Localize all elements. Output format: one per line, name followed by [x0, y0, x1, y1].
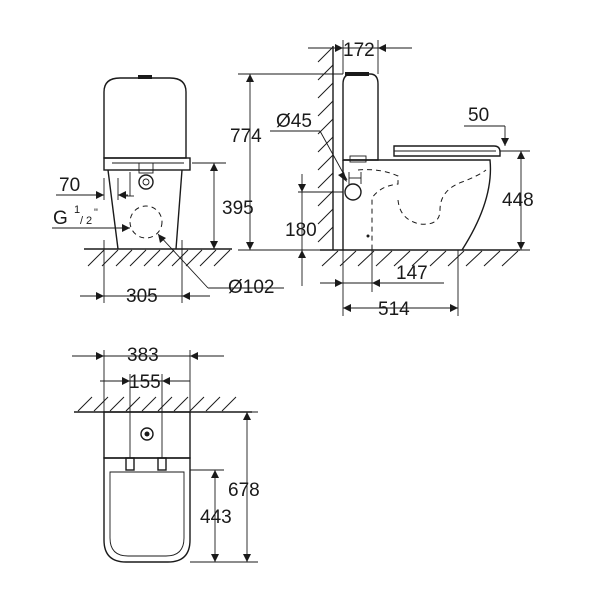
dim-projection: 514	[378, 299, 410, 320]
dim-inlet-diameter: Ø45	[276, 111, 312, 132]
fixing-point	[366, 234, 370, 238]
bowl-side-outline	[342, 159, 492, 251]
dim-inlet-thread-label: G	[53, 208, 68, 229]
dim-total-width: 383	[127, 345, 159, 366]
trapway-path	[357, 169, 487, 250]
seat-outline	[103, 157, 191, 171]
bowl-outline	[107, 169, 183, 250]
hinge-right	[157, 457, 167, 471]
dim-inlet-thread-den: 2	[86, 215, 92, 227]
dim-tank-depth: 172	[343, 40, 375, 61]
flush-button-side	[345, 72, 369, 76]
dim-width: 305	[126, 286, 158, 307]
dim-bowl-length: 443	[200, 507, 232, 528]
inlet-valve-icon	[126, 162, 154, 197]
wall-hatch-top	[77, 396, 237, 412]
dim-inlet-thread-num: 1	[74, 204, 80, 216]
front-view: 70 G 1 / 2 " 395 305 Ø102	[52, 75, 284, 307]
cistern-side-outline	[342, 73, 379, 161]
inlet-connector-icon	[344, 155, 367, 201]
hinge-left	[125, 457, 135, 471]
dim-total-height: 774	[230, 126, 262, 147]
bowl-top-outline	[103, 457, 191, 563]
dim-outlet-offset: 147	[396, 263, 428, 284]
floor-hatch	[87, 249, 231, 267]
dim-inlet-height: 395	[222, 198, 254, 219]
dim-total-length: 678	[228, 480, 260, 501]
dim-seat-overhang: 50	[468, 105, 489, 126]
cistern-outline	[103, 77, 187, 159]
seat-lid-outline	[393, 145, 501, 157]
dim-fixing-spacing: 155	[129, 372, 161, 393]
dim-seat-height: 448	[502, 190, 534, 211]
dim-outlet-diameter: Ø102	[228, 277, 274, 298]
dim-outlet-height: 70	[59, 175, 80, 196]
dim-inlet-thread-unit: "	[94, 207, 98, 219]
floor-hatch-profile	[321, 250, 519, 267]
flush-button-top	[140, 427, 154, 441]
dim-inlet-thread-slash: /	[80, 215, 84, 227]
wall-hatch	[317, 46, 334, 243]
profile-view: 172 774 Ø45 50 448 180	[230, 40, 534, 320]
dim-outlet-center: 180	[285, 220, 317, 241]
top-view: 383 155 678 443	[72, 345, 260, 563]
outlet-circle	[129, 205, 163, 239]
flush-button	[138, 75, 152, 79]
